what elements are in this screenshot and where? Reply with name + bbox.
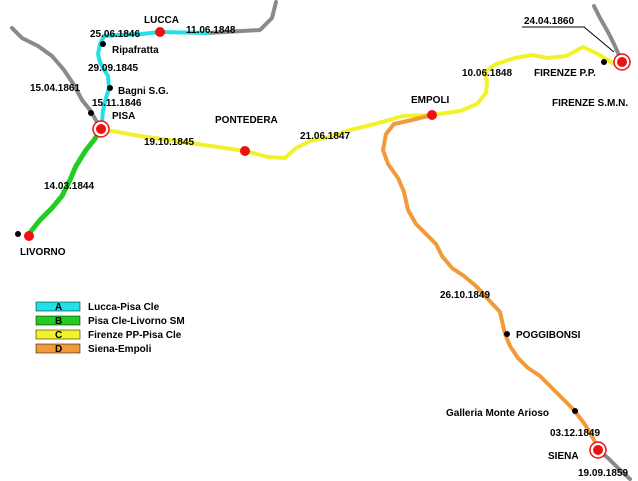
label-firenze-smn: FIRENZE S.M.N.: [552, 98, 628, 109]
station-marker-empoli: [427, 110, 437, 120]
legend-code-b: B: [55, 316, 62, 327]
date-lucca-ripafratta: 25.06.1846: [90, 29, 140, 40]
line-firenze-north: [592, 4, 624, 64]
label-siena: SIENA: [548, 451, 579, 462]
label-pontedera: PONTEDERA: [215, 115, 278, 126]
label-bagni: Bagni S.G.: [118, 86, 169, 97]
station-marker-lucca: [155, 27, 165, 37]
label-galleria: Galleria Monte Arioso: [446, 408, 549, 419]
label-empoli: EMPOLI: [411, 95, 450, 106]
station-dot-bagni: [107, 85, 113, 91]
legend-label-a: Lucca-Pisa Cle: [88, 302, 160, 313]
date-firenze-smn-link: 24.04.1860: [524, 16, 574, 27]
legend-swatch-a: [35, 301, 81, 312]
label-lucca: LUCCA: [144, 15, 179, 26]
date-ripafratta-bagni: 29.09.1845: [88, 63, 138, 74]
legend-label-c: Firenze PP-Pisa Cle: [88, 330, 182, 341]
line-c-firenze-pisa: [99, 45, 624, 160]
label-pisa: PISA: [112, 111, 135, 122]
legend-item-b: B Pisa Cle-Livorno SM: [35, 315, 185, 327]
date-poggibonsi-siena: 03.12.1849: [550, 428, 600, 439]
date-siena-south: 19.09.1859: [578, 468, 628, 479]
legend-code-d: D: [55, 344, 62, 355]
legend-swatch-b: [35, 315, 81, 326]
station-dot-livorno-west: [15, 231, 21, 237]
legend-code-a: A: [55, 302, 62, 313]
station-marker-siena: [589, 441, 607, 459]
station-dot-poggibonsi: [504, 331, 510, 337]
station-dot-ripafratta: [100, 41, 106, 47]
legend-label-b: Pisa Cle-Livorno SM: [88, 316, 185, 327]
legend: A Lucca-Pisa Cle B Pisa Cle-Livorno SM C…: [35, 301, 185, 355]
line-a-lucca-east: [158, 30, 210, 35]
date-empoli-poggibonsi: 26.10.1849: [440, 290, 490, 301]
station-labels: LUCCA Ripafratta Bagni S.G. PISA LIVORNO…: [20, 15, 628, 462]
line-b-pisa-livorno: [25, 126, 104, 239]
station-dot-firenze-pp: [601, 59, 607, 65]
label-ripafratta: Ripafratta: [112, 45, 159, 56]
legend-item-a: A Lucca-Pisa Cle: [35, 301, 160, 313]
date-empoli-firenze: 10.06.1848: [462, 68, 512, 79]
line-pisa-northwest: [10, 26, 103, 131]
date-labels: 25.06.1846 11.06.1848 29.09.1845 15.04.1…: [30, 16, 628, 479]
legend-swatch-c: [35, 329, 81, 340]
legend-item-c: C Firenze PP-Pisa Cle: [35, 329, 182, 341]
line-d-siena-empoli: [381, 113, 600, 452]
station-marker-livorno: [24, 231, 34, 241]
station-dot-pisa-north: [88, 110, 94, 116]
date-pisa-livorno: 14.03.1844: [44, 181, 94, 192]
date-pisa-pontedera: 19.10.1845: [144, 137, 194, 148]
legend-item-d: D Siena-Empoli: [35, 343, 152, 355]
callout-line-firenze-smn: [522, 26, 615, 53]
station-dot-galleria: [572, 408, 578, 414]
legend-code-c: C: [55, 330, 62, 341]
station-marker-pisa: [92, 120, 110, 138]
major-stations: [24, 27, 631, 459]
date-bagni-pisa: 15.11.1846: [92, 98, 142, 109]
legend-label-d: Siena-Empoli: [88, 344, 152, 355]
line-lucca-north: [206, 0, 278, 35]
label-poggibonsi: POGGIBONSI: [516, 330, 581, 341]
legend-swatch-d: [35, 343, 81, 354]
line-a-lucca-pisa: [96, 30, 162, 131]
date-pontedera-empoli: 21.06.1847: [300, 131, 350, 142]
date-lucca-east: 11.06.1848: [186, 25, 236, 36]
station-marker-firenze: [613, 53, 631, 71]
date-pisa-north: 15.04.1861: [30, 83, 80, 94]
station-marker-pontedera: [240, 146, 250, 156]
label-firenze-pp: FIRENZE P.P.: [534, 68, 596, 79]
label-livorno: LIVORNO: [20, 247, 66, 258]
minor-stations: [15, 41, 607, 414]
